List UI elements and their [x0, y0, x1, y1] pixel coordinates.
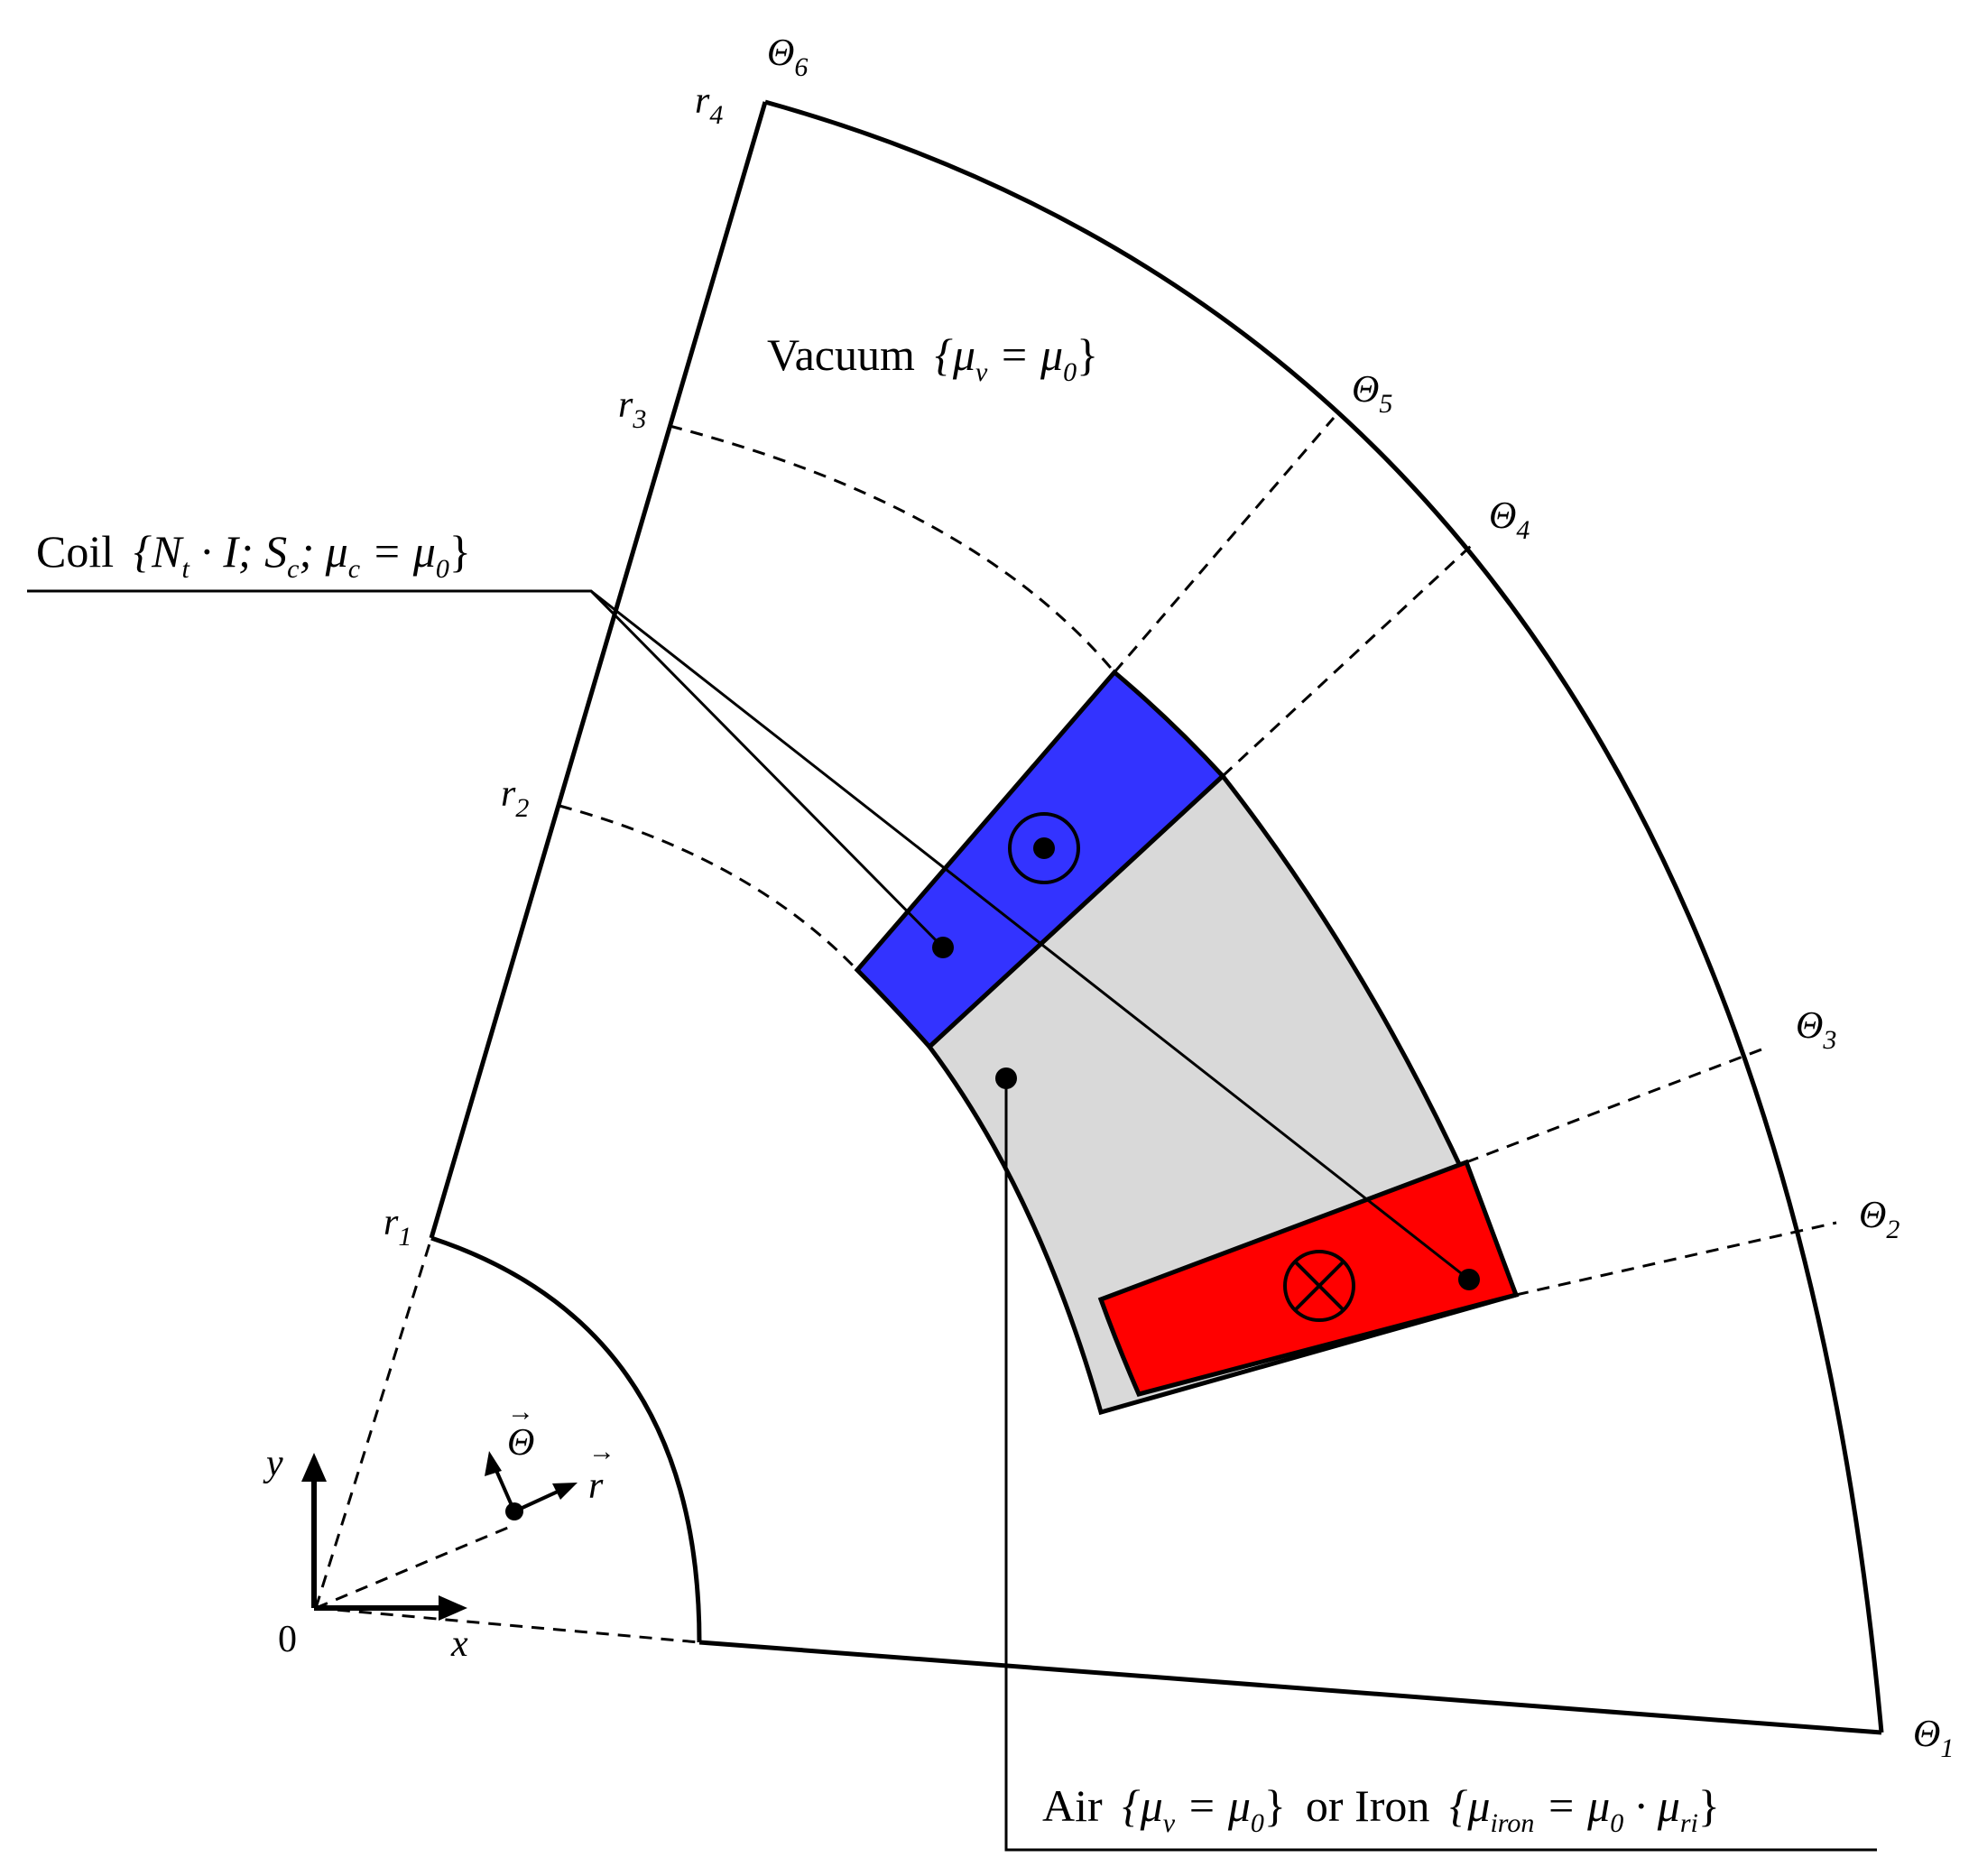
label-axis-x: x	[450, 1623, 468, 1665]
r-vector-arrow-icon	[552, 1483, 578, 1500]
label-theta3: Θ3	[1796, 1005, 1836, 1055]
label-axis-y: y	[263, 1443, 283, 1484]
coil-in-region	[1097, 1159, 1520, 1397]
label-theta2: Θ2	[1859, 1195, 1899, 1244]
label-vector-r-arrow: →	[588, 1437, 615, 1466]
label-vacuum: Vacuum{μv = μ0}	[767, 329, 1098, 387]
leader-dots	[932, 937, 1480, 1290]
x-axis-arrow-icon	[439, 1595, 467, 1621]
label-vector-theta: Θ	[507, 1422, 534, 1464]
y-axis-arrow-icon	[301, 1453, 327, 1482]
label-theta4: Θ4	[1489, 495, 1530, 545]
boundary-theta6	[429, 101, 768, 1239]
label-r1: r1	[384, 1202, 411, 1252]
label-vector-theta-arrow: →	[507, 1397, 534, 1427]
polar-origin-dot	[505, 1502, 523, 1520]
label-air-iron: Air{μv = μ0}or Iron{μiron = μ0 · μri}	[1042, 1780, 1720, 1838]
label-coil: Coil{Nt · I; Sc; μc = μ0}	[36, 526, 471, 584]
boundary-theta1	[698, 1640, 1882, 1735]
label-theta6: Θ6	[767, 32, 808, 82]
label-theta1: Θ1	[1913, 1714, 1954, 1763]
boundary-r4-arc	[764, 99, 1884, 1733]
theta-vector-arrow-icon	[485, 1451, 502, 1476]
boundary-r1-arc	[430, 1235, 702, 1643]
label-origin: 0	[278, 1619, 297, 1660]
construction-lines	[314, 417, 1837, 1644]
label-r3: r3	[618, 384, 646, 434]
leader-lines	[27, 589, 1877, 1852]
label-r2: r2	[501, 773, 529, 823]
xy-axes	[311, 1475, 451, 1611]
label-r4: r4	[695, 80, 723, 130]
current-into-page-icon	[1283, 1250, 1355, 1322]
label-theta5: Θ5	[1352, 369, 1392, 419]
current-out-of-page-icon	[1008, 812, 1080, 884]
polar-vectors	[493, 1465, 560, 1513]
label-vector-r: r	[588, 1465, 604, 1507]
